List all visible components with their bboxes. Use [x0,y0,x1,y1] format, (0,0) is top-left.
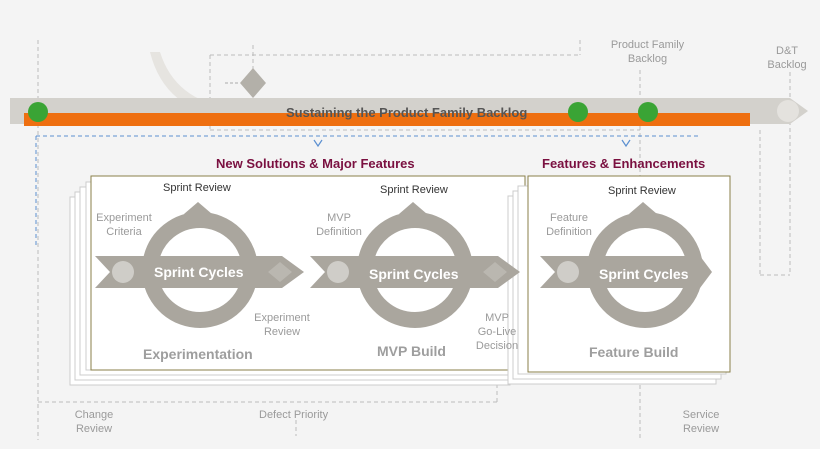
label-line: D&T [776,45,798,57]
cycle-3 [540,202,712,328]
cycle-2 [310,202,520,328]
label-line: Review [263,326,301,338]
flow-arrow-down-2 [621,139,631,148]
cycle-2-output-diamond [483,262,507,282]
green-node-mid [568,102,588,122]
label-line: MVP [327,212,351,224]
cycle-1-input-label: Experiment Criteria [92,211,156,239]
label-line: MVP [485,312,509,324]
cycle-2-output-label: MVP Go-Live Decision [468,311,526,353]
cycle-1-label: Sprint Cycles [154,264,244,280]
section-title-new-solutions: New Solutions & Major Features [216,156,415,171]
label-line: Product Family [610,39,685,51]
service-review-label: Service Review [676,408,726,436]
label-line: Experiment [96,212,152,224]
cycle-2-sprint-review: Sprint Review [380,184,448,196]
cycle-3-phase: Feature Build [589,344,679,360]
cycle-2-phase: MVP Build [377,343,446,359]
cycle-3-sprint-review: Sprint Review [608,185,676,197]
label-line: Backlog [627,53,668,65]
label-line: Definition [316,226,362,238]
cycle-3-input-node [557,261,579,283]
label-line: Backlog [767,59,807,71]
cycle-3-label: Sprint Cycles [599,266,689,282]
green-node-right [638,102,658,122]
change-review-label: Change Review [68,408,120,436]
cycle-2-label: Sprint Cycles [369,266,459,282]
label-line: Change [74,409,114,421]
label-line: Criteria [106,226,142,238]
label-line: Experiment [254,312,310,324]
cycle-1 [95,202,304,328]
cycle-1-phase: Experimentation [143,346,253,362]
section-title-features-enhancements: Features & Enhancements [542,156,706,171]
cycle-1-output-label: Experiment Review [250,311,314,339]
cycle-2-input-label: MVP Definition [308,211,370,239]
cycle-1-output-diamond [268,262,292,282]
flow-arrow-down-1 [313,139,323,148]
cycle-3-input-label: Feature Definition [538,211,600,239]
banner-label: Sustaining the Product Family Backlog [286,105,528,120]
label-line: Decision [475,340,519,352]
green-node-left [28,102,48,122]
label-line: Go-Live [477,326,517,338]
gray-node-end [777,100,799,122]
defect-priority-label: Defect Priority [259,409,329,421]
cycle-2-input-node [327,261,349,283]
cycle-1-sprint-review: Sprint Review [163,182,231,194]
cycle-1-input-node [112,261,134,283]
label-line: Feature [550,212,588,224]
label-line: Review [682,423,720,435]
product-family-backlog-label: Product Family Backlog [600,38,695,66]
banner-orange-bar [24,113,750,126]
blue-dashed-flow [35,135,700,248]
diamond-top [240,68,266,98]
label-line: Service [682,409,720,421]
label-line: Review [75,423,113,435]
dt-backlog-label: D&T Backlog [760,44,814,72]
label-line: Definition [546,226,592,238]
